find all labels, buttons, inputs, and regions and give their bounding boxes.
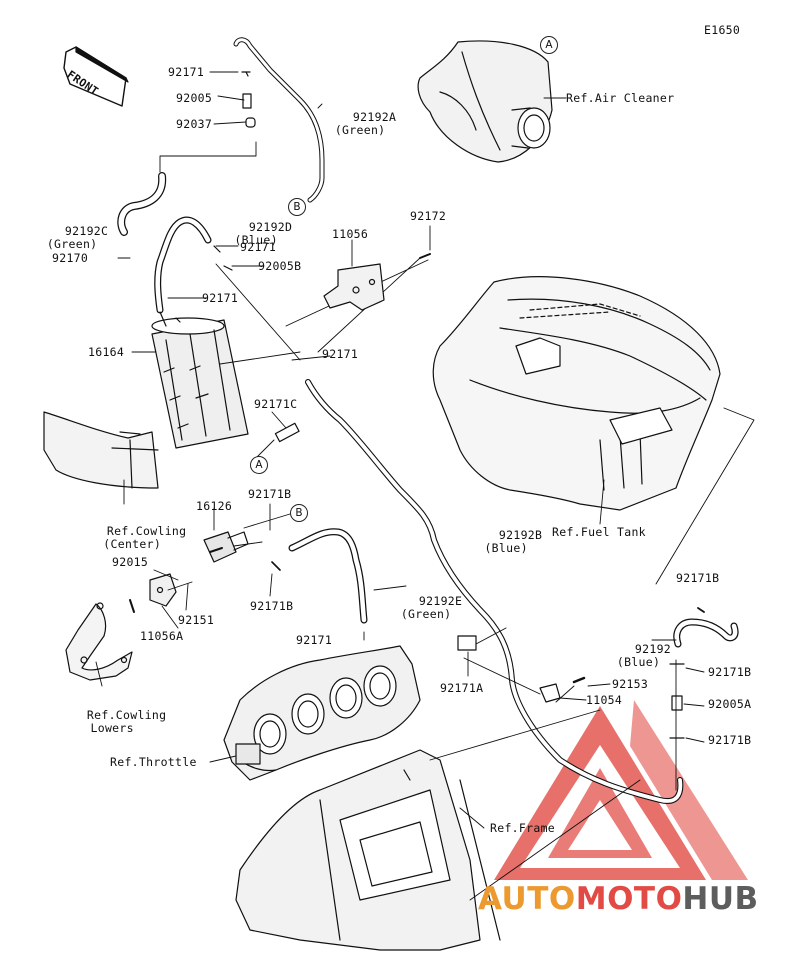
- color-note: (Green): [46, 237, 98, 251]
- fuel-tank-part: [432, 276, 755, 585]
- part-label-92171b-4: 92171B: [708, 665, 752, 679]
- part-label-92192d: 92192D(Blue): [220, 208, 292, 260]
- hose-92192d: [154, 216, 212, 314]
- connection-marker-a-mid: A: [250, 456, 268, 474]
- ref-text: Lowers: [90, 721, 134, 735]
- watermark-part-1: AUTO: [478, 881, 576, 917]
- color-note: (Blue): [234, 233, 278, 247]
- canister-16164-part: [151, 311, 249, 449]
- part-number: 92192B: [498, 528, 543, 542]
- part-label-92171-canister: 92171: [202, 291, 239, 305]
- part-label-92192c: 92192C(Green): [36, 212, 108, 264]
- ref-frame: Ref.Frame: [490, 821, 556, 835]
- watermark-part-2: MOTO: [575, 881, 683, 917]
- cowling-lowers-part: [65, 602, 133, 681]
- part-label-92192: 92192(Blue): [606, 630, 671, 682]
- part-label-92171b-3: 92171B: [676, 571, 720, 585]
- bracket-11056-part: [323, 253, 431, 311]
- ref-text: Ref.Cowling: [106, 524, 187, 538]
- part-label-92037: 92037: [176, 117, 213, 131]
- color-note: (Green): [400, 607, 452, 621]
- part-label-92005a: 92005A: [708, 697, 752, 711]
- valve-16126-part: [203, 531, 249, 563]
- part-label-11056a: 11056A: [140, 629, 184, 643]
- ref-air-cleaner: Ref.Air Cleaner: [566, 91, 675, 105]
- part-label-92171-top: 92171: [168, 65, 205, 79]
- part-label-92171c: 92171C: [254, 397, 298, 411]
- part-number: 92192E: [418, 594, 463, 608]
- frame-part: [235, 709, 641, 951]
- bracket-11056a-part: [129, 573, 193, 613]
- watermark-logo-icon: [494, 700, 748, 880]
- part-label-16126: 16126: [196, 499, 233, 513]
- part-number: 92192A: [352, 110, 397, 124]
- part-label-92172: 92172: [410, 209, 447, 223]
- part-label-92015: 92015: [112, 555, 149, 569]
- part-label-92171b-5: 92171B: [708, 733, 752, 747]
- part-label-92171-mid: 92171: [322, 347, 359, 361]
- air-cleaner-part: [417, 40, 553, 163]
- connection-marker-a-top: A: [540, 36, 558, 54]
- part-label-11054: 11054: [586, 693, 623, 707]
- part-label-92192a: 92192A(Green): [324, 98, 396, 150]
- part-label-92170: 92170: [52, 251, 89, 265]
- part-label-92192b: 92192B(Blue): [470, 516, 542, 568]
- part-label-92171-d: 92171: [240, 240, 277, 254]
- part-label-92151: 92151: [178, 613, 215, 627]
- ref-text: Ref.Cowling: [86, 708, 167, 722]
- part-number: 92192: [634, 642, 672, 656]
- watermark-part-3: HUB: [682, 881, 759, 917]
- clamp-92171a-part: [457, 627, 586, 703]
- part-label-92171a: 92171A: [440, 681, 484, 695]
- part-label-92005: 92005: [176, 91, 213, 105]
- ref-cowling-center: Ref.Cowling(Center): [78, 512, 186, 564]
- watermark-text: AUTOMOTOHUB: [478, 882, 759, 916]
- diagram-code: E1650: [704, 23, 741, 37]
- part-number: 92192D: [248, 220, 293, 234]
- ref-throttle: Ref.Throttle: [110, 755, 197, 769]
- part-label-92005b: 92005B: [258, 259, 302, 273]
- front-arrow-icon: [63, 46, 129, 107]
- part-label-16164: 16164: [88, 345, 125, 359]
- connection-marker-b-mid: B: [290, 504, 308, 522]
- part-number: 92192C: [64, 224, 109, 238]
- part-label-92171b-2: 92171B: [250, 599, 294, 613]
- ref-fuel-tank: Ref.Fuel Tank: [552, 525, 646, 539]
- part-label-92192e: 92192E(Green): [390, 582, 462, 634]
- connection-marker-b-top: B: [288, 198, 306, 216]
- part-label-11056: 11056: [332, 227, 369, 241]
- color-note: (Blue): [616, 655, 661, 669]
- ref-text: (Center): [103, 537, 162, 551]
- part-label-92171-throttle: 92171: [296, 633, 333, 647]
- throttle-body-part: [223, 645, 421, 781]
- cowling-center-part: [43, 411, 159, 489]
- color-note: (Green): [334, 123, 386, 137]
- color-note: (Blue): [484, 541, 528, 555]
- part-label-92153: 92153: [612, 677, 649, 691]
- part-label-92171b-1: 92171B: [248, 487, 292, 501]
